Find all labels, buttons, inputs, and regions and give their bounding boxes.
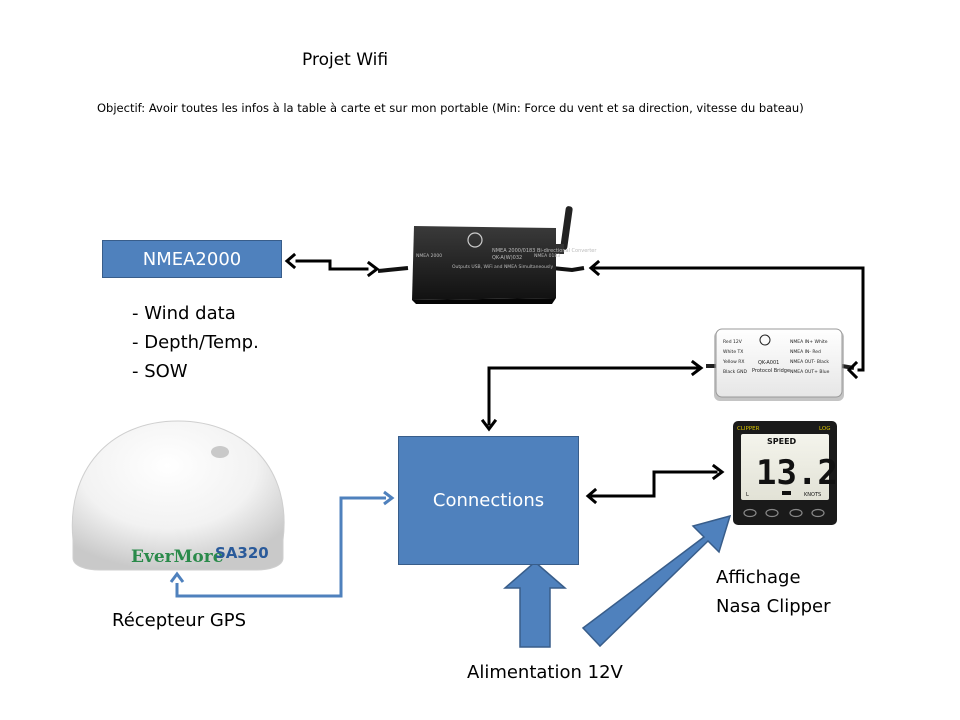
bridge-right-label: NMEA OUT- Black <box>790 359 829 365</box>
nmea2000-label: NMEA2000 <box>142 248 242 270</box>
converter-line3: Outputs USB, WiFi and NMEA Simultaneousl… <box>452 264 553 270</box>
nmea-data-list: - Wind data - Depth/Temp. - SOW <box>132 299 259 386</box>
converter-left-port: NMEA 2000 <box>416 253 442 259</box>
connections-to-clipper-connector <box>590 470 718 498</box>
clipper-lcd <box>741 434 829 500</box>
page-title: Projet Wifi <box>302 50 389 70</box>
evermore-logo: EverMore <box>131 547 224 567</box>
converter-model: QK-A(W)032 <box>492 255 522 261</box>
converter-device: NMEA 2000/0183 Bi-directional Converter … <box>377 206 597 304</box>
gps-receiver: EverMore SA320 <box>71 420 285 571</box>
arrowhead-up <box>169 571 185 583</box>
converter-line1: NMEA 2000/0183 Bi-directional Converter <box>492 248 597 254</box>
gps-model-text: SA320 <box>215 544 269 562</box>
bridge-right-label: NMEA IN- Red <box>790 349 821 355</box>
bridge-left-label: White TX <box>723 349 743 355</box>
arrowhead-right <box>690 359 704 377</box>
connections-box: Connections <box>398 436 579 565</box>
bridge-model: QK-A001 <box>758 360 779 366</box>
display-label-line2: Nasa Clipper <box>716 596 831 617</box>
bridge-device: Red 12V White TX Yellow RX Black GND NME… <box>706 328 855 401</box>
gps-connector <box>169 490 395 598</box>
clipper-heading: SPEED <box>767 437 797 446</box>
power-block-arrow <box>502 561 568 648</box>
clipper-unit: KNOTS <box>804 492 821 498</box>
arrowhead-right <box>366 260 380 278</box>
list-item: - Wind data <box>132 303 236 324</box>
gps-dome <box>71 420 285 571</box>
display-label: Affichage Nasa Clipper <box>716 563 916 621</box>
clipper-button-4 <box>811 508 825 518</box>
display-arrow <box>581 514 732 648</box>
list-item: - SOW <box>132 361 188 382</box>
bridge-left-label: Yellow RX <box>722 359 745 365</box>
clipper-value: 13.2 <box>756 453 838 493</box>
converter-to-bridge-connector <box>593 266 865 372</box>
quark-logo-icon <box>467 232 483 248</box>
bridge-right-label: NMEA IN+ White <box>790 339 828 345</box>
quark-logo-icon <box>759 334 771 346</box>
clipper-brand: CLIPPER <box>737 426 760 432</box>
gps-label: Récepteur GPS <box>112 610 247 631</box>
nmea2000-box: NMEA2000 <box>102 240 282 278</box>
clipper-button-1 <box>743 508 757 518</box>
arrowhead-left <box>846 360 859 380</box>
power-arrow <box>502 561 568 648</box>
list-item: - Depth/Temp. <box>132 332 259 353</box>
nmea-to-converter-connector <box>295 259 369 271</box>
converter-right-port: NMEA 0183 <box>534 253 560 259</box>
arrowhead-right <box>711 463 725 481</box>
bridge-left-label: Red 12V <box>723 339 743 345</box>
arrowhead-left <box>588 259 601 277</box>
gps-dome-hole <box>211 446 229 458</box>
black-connectors <box>284 252 865 505</box>
bridge-subtitle: Protocol Bridge <box>752 368 790 374</box>
arrowhead-left <box>284 252 297 270</box>
antenna-icon <box>560 206 573 250</box>
clipper-button-2 <box>765 508 779 518</box>
converter-right-cable <box>551 266 585 273</box>
gps-to-connections-connector <box>175 496 386 598</box>
objective-text: Objectif: Avoir toutes les infos à la ta… <box>97 101 804 115</box>
clipper-display: CLIPPER LOG SPEED 13.2 L KNOTS <box>733 421 838 525</box>
clipper-side: L <box>746 492 749 498</box>
bridge-right-label: NMEA OUT+ Blue <box>790 369 830 375</box>
bridge-to-connections-connector <box>487 366 700 426</box>
display-label-line1: Affichage <box>716 567 801 588</box>
clipper-tag: LOG <box>819 426 830 432</box>
connections-label: Connections <box>432 490 545 511</box>
clipper-button-3 <box>789 508 803 518</box>
converter-body <box>412 226 556 300</box>
arrowhead-down <box>480 418 498 432</box>
power-label: Alimentation 12V <box>467 662 623 683</box>
display-block-arrow <box>581 514 732 648</box>
arrowhead-right <box>383 490 395 506</box>
converter-left-cable <box>377 266 409 273</box>
bridge-body <box>715 328 843 398</box>
bridge-left-label: Black GND <box>723 369 747 375</box>
arrowhead-left <box>585 487 598 505</box>
antenna-base <box>550 244 564 254</box>
